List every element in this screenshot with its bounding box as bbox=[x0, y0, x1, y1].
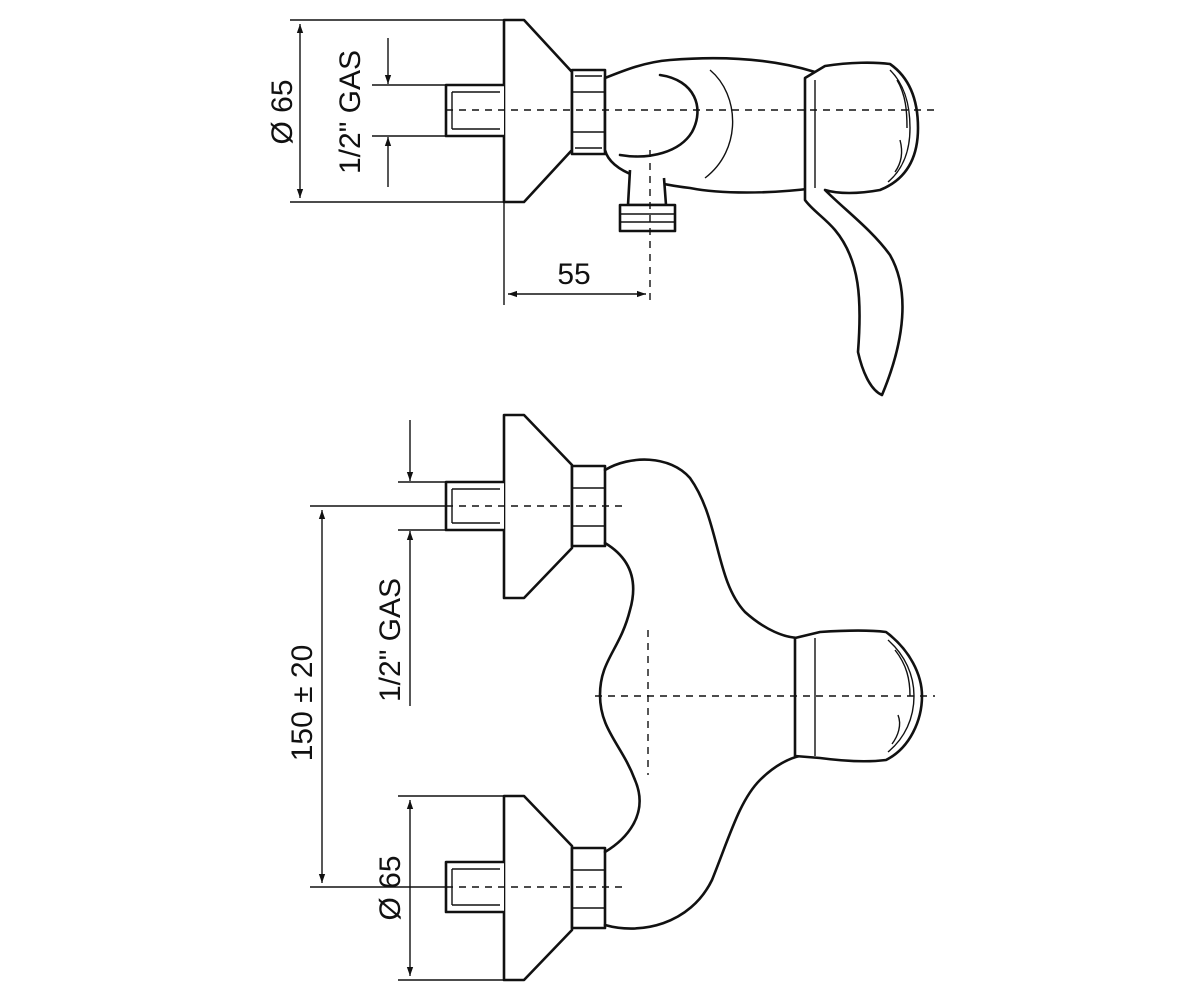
side-view: Ø 65 1/2" GAS 55 bbox=[266, 18, 935, 397]
dim-thread-label: 1/2" GAS bbox=[334, 50, 367, 174]
wall-flange bbox=[502, 18, 574, 204]
dim-diameter-label: Ø 65 bbox=[266, 79, 299, 144]
lower-flange bbox=[502, 794, 574, 982]
lever-handle bbox=[803, 61, 920, 397]
top-dim-diameter-label: Ø 65 bbox=[374, 855, 407, 920]
dim-spacing-label: 150 ± 20 bbox=[286, 645, 319, 762]
top-view: 1/2" GAS 150 ± 20 Ø 65 bbox=[286, 413, 935, 982]
hex-nut bbox=[570, 68, 607, 156]
top-dim-thread-label: 1/2" GAS bbox=[374, 578, 407, 702]
dim-depth-label: 55 bbox=[557, 258, 590, 291]
mixer-body bbox=[603, 458, 802, 640]
lower-hex-nut bbox=[570, 846, 607, 930]
